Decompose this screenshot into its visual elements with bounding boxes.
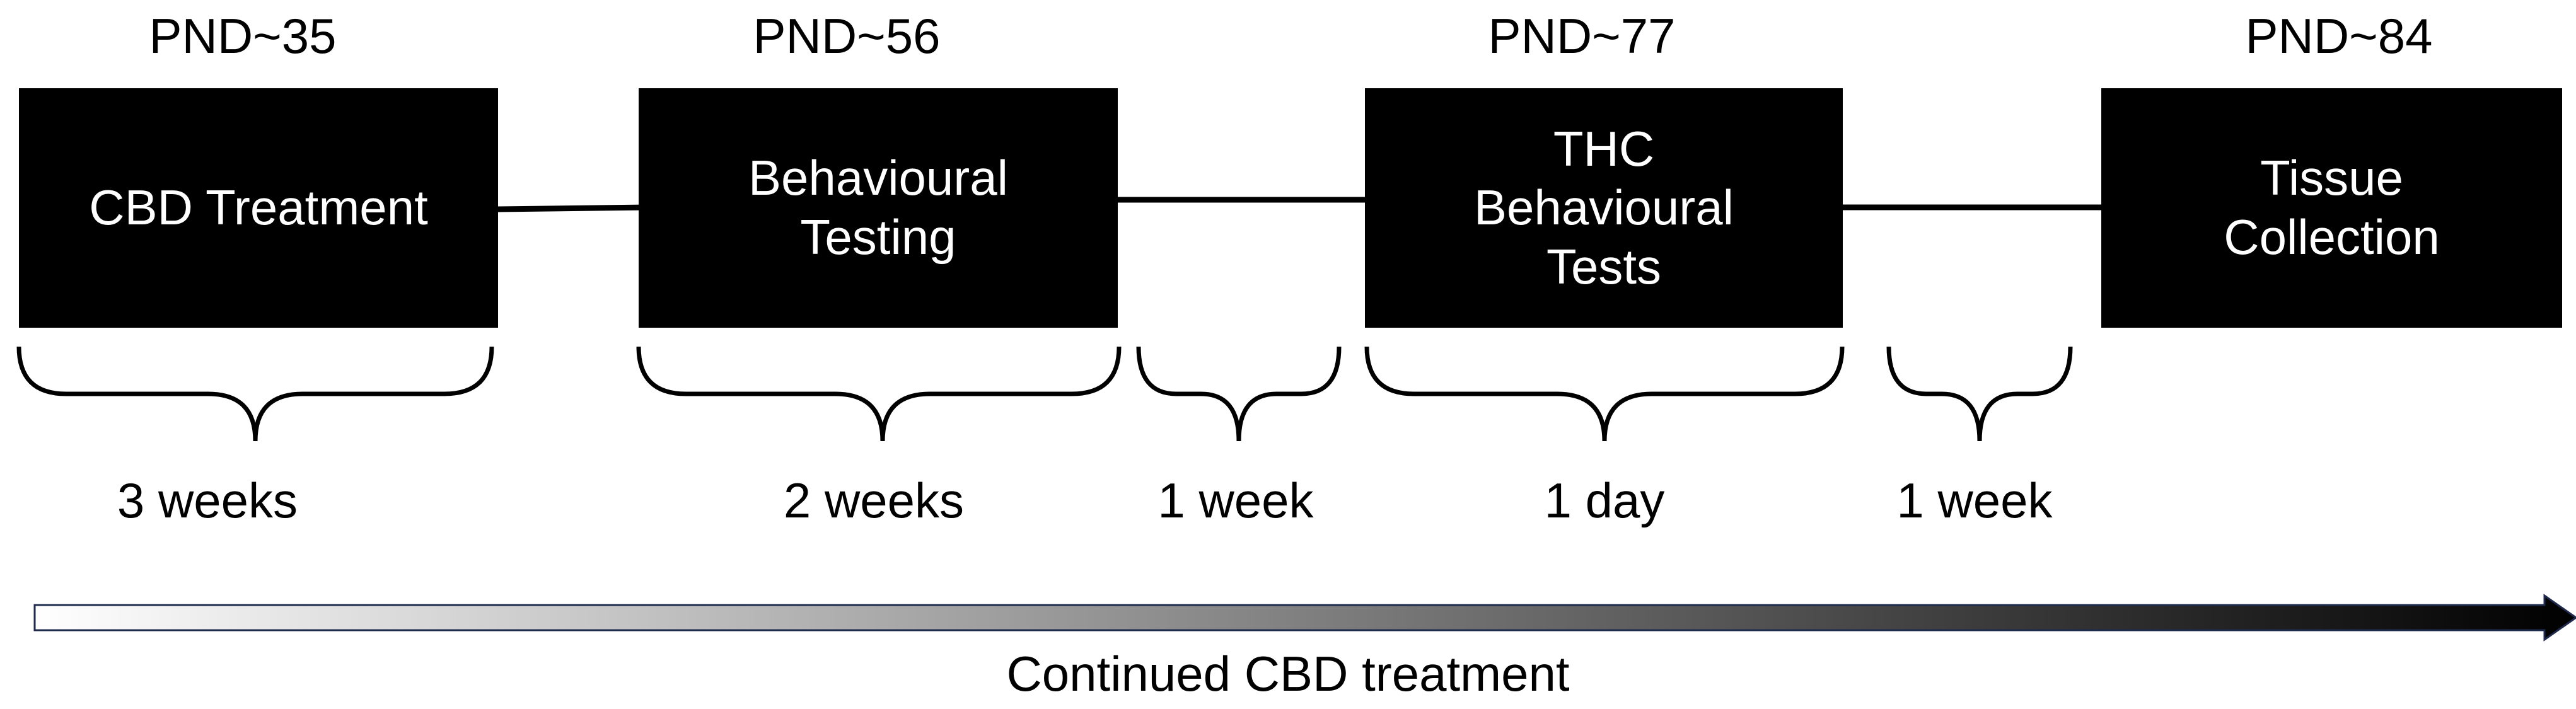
arrow-label: Continued CBD treatment bbox=[1006, 646, 1570, 701]
duration-label-1: 3 weeks bbox=[117, 473, 298, 528]
pnd-label-1: PND~35 bbox=[149, 8, 337, 64]
pnd-label-4: PND~84 bbox=[2245, 8, 2433, 64]
stage-box-tissue-collection: Tissue Collection bbox=[2101, 88, 2562, 328]
stage-label-3: THC Behavioural Tests bbox=[1474, 120, 1734, 294]
gradient-arrow bbox=[33, 594, 2576, 642]
stage-box-behavioural-testing: Behavioural Testing bbox=[639, 88, 1118, 328]
pnd-label-2: PND~56 bbox=[753, 8, 941, 64]
bracket-1-week-b bbox=[1886, 346, 2073, 442]
stage-box-thc-behavioural-tests: THC Behavioural Tests bbox=[1365, 88, 1843, 328]
stage-label-4: Tissue Collection bbox=[2224, 150, 2440, 265]
duration-label-2: 2 weeks bbox=[783, 473, 965, 528]
stage-box-cbd-treatment: CBD Treatment bbox=[19, 88, 498, 328]
duration-label-4: 1 day bbox=[1544, 473, 1665, 528]
stage-label-1: CBD Treatment bbox=[89, 180, 428, 236]
duration-label-5: 1 week bbox=[1896, 473, 2053, 528]
bracket-3-weeks bbox=[16, 346, 494, 442]
bracket-1-day bbox=[1364, 346, 1845, 442]
duration-label-3: 1 week bbox=[1157, 473, 1314, 528]
pnd-label-3: PND~77 bbox=[1488, 8, 1676, 64]
connector-line-1 bbox=[497, 204, 646, 212]
stage-label-2: Behavioural Testing bbox=[748, 150, 1008, 265]
bracket-2-weeks bbox=[636, 346, 1122, 442]
bracket-1-week-a bbox=[1136, 346, 1342, 442]
